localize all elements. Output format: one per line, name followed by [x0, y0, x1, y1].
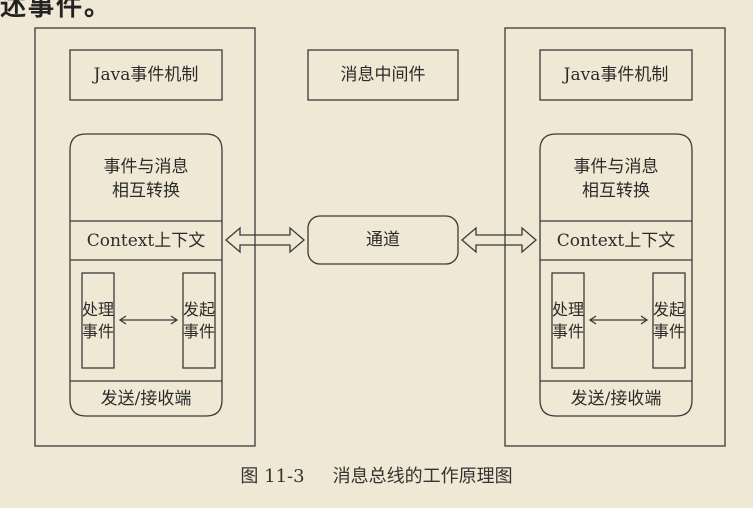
figure-caption: 图 11-3 消息总线的工作原理图: [0, 462, 753, 488]
left-title-label: Java事件机制: [93, 65, 199, 85]
right-initiate-label: 发起事件: [653, 299, 686, 341]
left-initiate-label: 发起事件: [183, 299, 216, 341]
left-initiate-box: [182, 272, 216, 369]
left-node-frame: [34, 27, 256, 447]
right-double-arrow: [461, 226, 537, 254]
left-convert-label: 事件与消息相互转换: [103, 157, 189, 201]
right-endpoint-label: 发送/接收端: [570, 388, 662, 409]
header-fragment: 述事件。: [0, 0, 113, 22]
left-endpoint-label: 发送/接收端: [100, 388, 192, 409]
middleware-box: [307, 49, 459, 101]
channel-box: [307, 215, 459, 265]
right-context-label: Context上下文: [556, 230, 676, 251]
right-title-box: [539, 49, 693, 101]
right-internal-arrowhead-l: [588, 315, 597, 325]
middleware-label: 消息中间件: [340, 65, 426, 85]
left-double-arrow: [225, 226, 305, 254]
left-context-label: Context上下文: [86, 230, 206, 251]
left-handle-box: [81, 272, 115, 369]
right-initiate-box: [652, 272, 686, 369]
right-handle-label: 处理事件: [552, 299, 585, 341]
left-internal-arrowhead-r: [170, 315, 179, 325]
left-handle-label: 处理事件: [82, 299, 115, 341]
right-handle-box: [551, 272, 585, 369]
right-convert-label: 事件与消息相互转换: [573, 157, 659, 201]
right-title-label: Java事件机制: [563, 65, 669, 85]
right-internal-arrowhead-r: [640, 315, 649, 325]
figure-title: 消息总线的工作原理图: [332, 466, 513, 487]
left-title-box: [69, 49, 223, 101]
left-internal-arrowhead-l: [118, 315, 127, 325]
right-inner-panel: [539, 133, 693, 417]
figure-number: 图 11-3: [240, 466, 305, 487]
right-node-frame: [504, 27, 726, 447]
left-inner-panel: [69, 133, 223, 417]
channel-label: 通道: [366, 230, 400, 250]
